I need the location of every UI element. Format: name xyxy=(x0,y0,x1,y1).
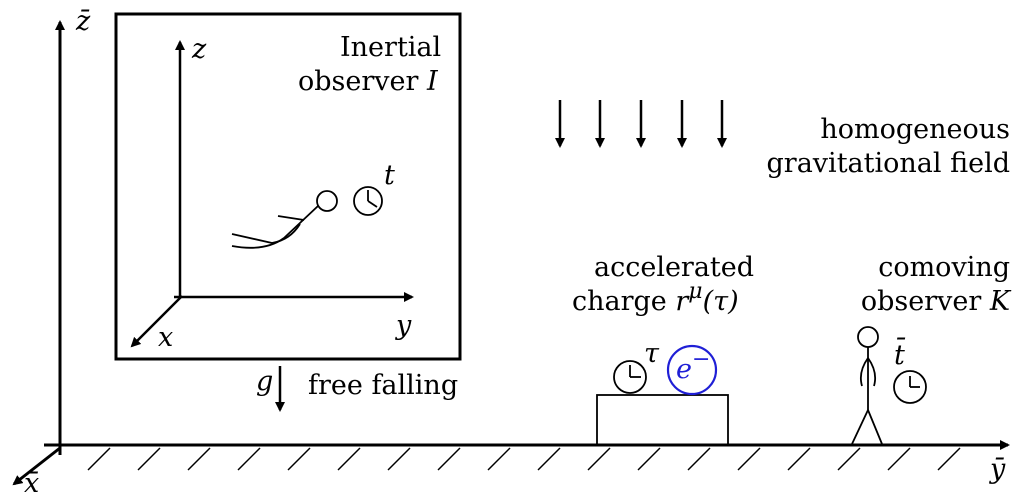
charge-label-line2: charge rμ(τ) xyxy=(572,279,739,317)
global-axes xyxy=(12,20,1010,486)
platform-box xyxy=(596,394,729,446)
field-label-line2: gravitational field xyxy=(767,148,1010,179)
comoving-label-line1: comoving xyxy=(878,252,1010,283)
x-bar-axis xyxy=(12,446,61,486)
ground-hatching xyxy=(87,447,961,471)
floating-observer-figure xyxy=(231,190,338,249)
comoving-observer-figure xyxy=(851,326,883,445)
comoving-clock-icon xyxy=(893,370,927,404)
x-axis-label: x xyxy=(158,322,173,353)
inertial-title-line1: Inertial xyxy=(340,32,441,63)
free-falling-text: free falling xyxy=(308,370,458,401)
electron-circle xyxy=(666,344,718,396)
y-bar-label: ȳ xyxy=(989,454,1006,485)
g-label: g xyxy=(256,366,273,397)
z-axis-label: z xyxy=(191,34,207,65)
inertial-frame-box xyxy=(114,12,462,361)
charge-clock-icon xyxy=(613,360,647,394)
gravity-field-arrows xyxy=(555,100,727,148)
inertial-axes xyxy=(130,40,414,348)
inertial-title-line2: observer I xyxy=(298,66,439,97)
electron-label: e− xyxy=(676,347,710,385)
y-axis-label: y xyxy=(395,310,412,341)
inertial-clock-icon xyxy=(353,186,383,216)
charge-label-line1: accelerated xyxy=(594,252,754,283)
comoving-label-line2: observer K xyxy=(861,286,1012,317)
x-axis xyxy=(130,295,183,348)
inertial-clock-time: t xyxy=(384,160,395,191)
comoving-clock-time: t̄ xyxy=(894,336,906,371)
x-bar-label: x̄ xyxy=(24,468,39,495)
z-bar-label: z̄ xyxy=(75,6,91,37)
field-label-line1: homogeneous xyxy=(820,114,1010,145)
charge-clock-time: τ xyxy=(644,338,660,369)
